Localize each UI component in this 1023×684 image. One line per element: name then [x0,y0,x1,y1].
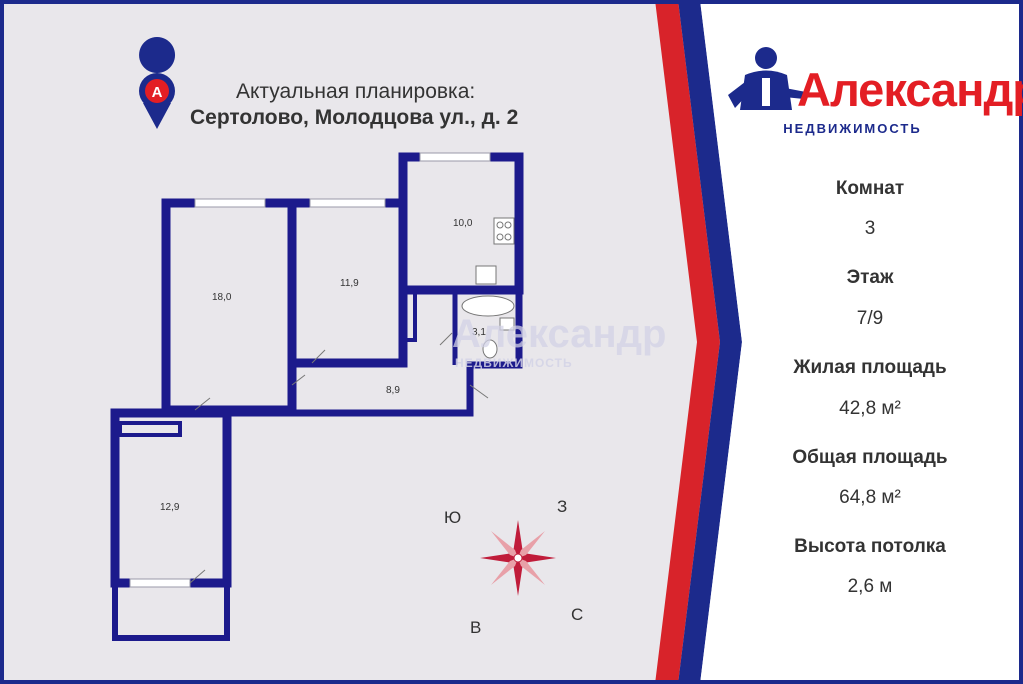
total-area-label: Общая площадь [792,447,948,468]
plan-address: Сертолово, Молодцова ул., д. 2 [190,106,519,129]
ceiling-height-label: Высота потолка [794,536,946,557]
ceiling-height-value: 2,6 м [847,576,893,597]
room-area-label: 12,9 [160,502,180,513]
floor-label: Этаж [846,267,894,288]
hall-walls [230,290,523,417]
total-area-value: 64,8 м² [839,487,901,508]
compass-east-label: В [470,618,482,637]
brand-mascot-illustration [728,47,806,110]
room-area-label: 11,9 [340,278,359,289]
floor-value: 7/9 [856,308,884,329]
watermark-logo: Александр [452,312,667,356]
niche [118,421,182,437]
room-area-label: 18,0 [212,292,232,303]
brand-subtitle: НЕДВИЖИМОСТЬ [730,121,975,137]
blue-stripe [678,0,742,684]
compass-rose-icon [480,520,556,596]
brand-logo-text: Александр [797,63,1023,116]
living-area-value: 42,8 м² [839,398,901,419]
doors [189,332,489,584]
compass-south-label: Ю [444,508,462,527]
room-area-label: 3,1 [472,327,486,338]
toilet-icon [482,339,498,359]
info-panel-bg [700,0,1023,684]
windows [129,152,491,588]
washbasin-icon [499,317,515,331]
plan-title: Актуальная планировка: [236,80,476,103]
location-pin-icon: А [139,37,176,129]
window-3 [419,152,491,162]
rooms-count-label: Комнат [835,178,905,199]
sink-icon [475,265,497,285]
red-stripe [655,0,720,684]
window-2 [309,198,386,208]
compass-north-label: С [571,605,584,624]
living-area-label: Жилая площадь [793,357,947,378]
plan-background [0,0,720,684]
compass-west-label: З [557,497,568,516]
room-area-label: 8,9 [386,385,400,396]
window-4 [129,578,191,588]
stove-icon [493,217,515,245]
bathtub-icon [461,295,515,317]
room-area-label: 10,0 [453,218,473,229]
window-1 [194,198,266,208]
pin-letter: А [152,84,163,101]
rooms-count-value: 3 [864,218,876,239]
fixtures [461,217,515,359]
watermark-subtitle: НЕДВИЖИМОСТЬ [455,356,573,370]
closet [403,292,417,342]
